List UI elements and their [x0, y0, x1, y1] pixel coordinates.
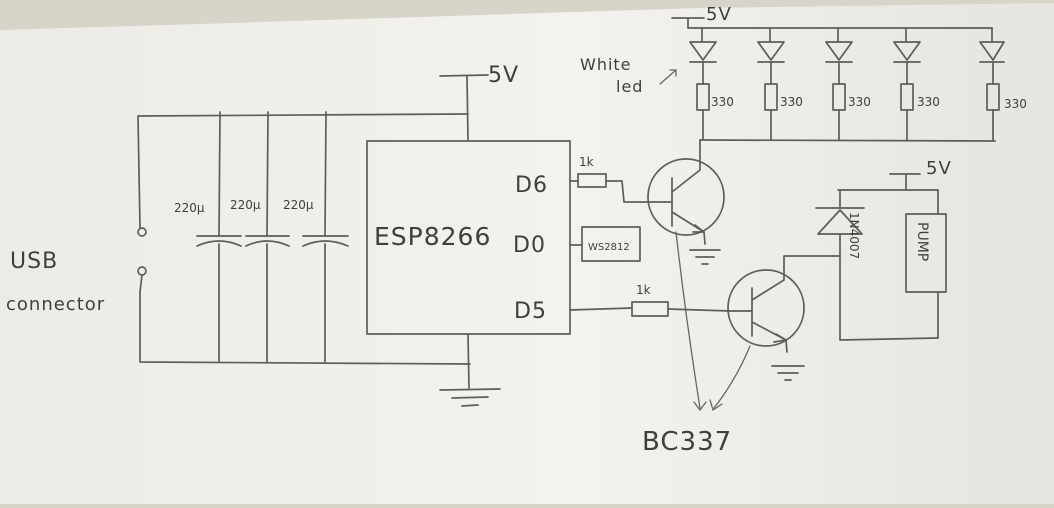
ws2812-label: WS2812: [588, 242, 630, 253]
esp-ground: [439, 333, 501, 407]
main-supply: [439, 74, 489, 141]
transistor-q1: [647, 139, 725, 265]
capacitor-3-label: 220µ: [283, 198, 314, 212]
resistor-d5-label: 1k: [636, 283, 651, 297]
led-supply-label: 5V: [706, 4, 732, 25]
d0-signal: [569, 226, 641, 262]
led-array: [671, 17, 1005, 142]
pin-d5-label: D5: [514, 299, 547, 324]
led-resistor-5-label: 330: [1004, 97, 1027, 111]
d6-signal: [569, 173, 651, 203]
pump-circuit: [815, 173, 947, 341]
white-led-label-line2: led: [616, 77, 643, 96]
usb-label-line1: USB: [10, 249, 58, 274]
led-resistor-3-label: 330: [848, 95, 871, 109]
usb-label-line2: connector: [6, 294, 105, 315]
capacitor-1-label: 220µ: [174, 201, 205, 215]
bc337-pointers: [675, 231, 751, 412]
white-led-label-line1: White: [580, 55, 632, 74]
led-resistor-1-label: 330: [711, 95, 734, 109]
led-resistor-4-label: 330: [917, 95, 940, 109]
main-supply-label: 5V: [488, 63, 519, 88]
transistor-label: BC337: [642, 427, 732, 457]
capacitor-bank: [137, 111, 471, 365]
pump-supply-label: 5V: [926, 158, 952, 179]
led-resistor-2-label: 330: [780, 95, 803, 109]
pin-d6-label: D6: [515, 173, 548, 198]
resistor-d6-label: 1k: [579, 155, 594, 169]
esp8266-label: ESP8266: [374, 222, 491, 251]
pump-label: PUMP: [914, 222, 930, 261]
paper: [0, 3, 1054, 504]
d5-signal: [569, 301, 731, 317]
capacitor-2-label: 220µ: [230, 198, 261, 212]
white-led-arrow: [659, 69, 677, 85]
transistor-q2: [727, 255, 841, 381]
diode-label: 1N4007: [847, 212, 861, 259]
pin-d0-label: D0: [513, 233, 546, 258]
